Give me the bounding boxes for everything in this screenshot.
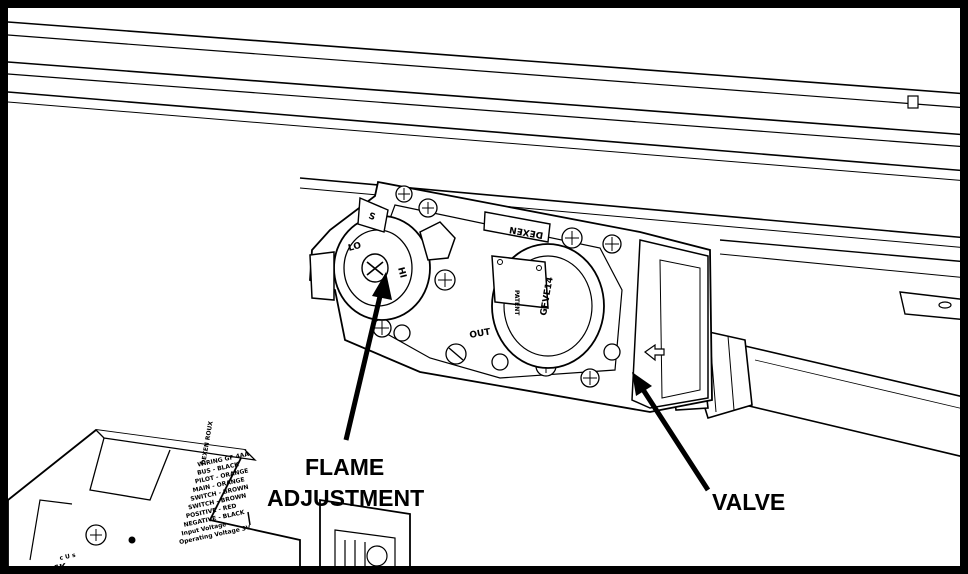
valve-label: VALVE: [712, 489, 785, 515]
firebox-rails: [7, 21, 968, 321]
arrowhead-icon: [632, 372, 652, 396]
flame-adjustment-knob: [309, 196, 456, 321]
valve-leader: [632, 372, 711, 492]
flame-adjustment-label-line1: FLAME: [305, 454, 384, 480]
arrowhead-icon: [372, 272, 392, 300]
out-label: OUT: [469, 327, 492, 341]
valve-screws: [372, 185, 622, 388]
patent-label: PATENT: [513, 290, 520, 316]
control-module: [7, 429, 411, 574]
module-cus-mark: c U s: [59, 552, 77, 562]
flame-adjustment-leader: [343, 272, 392, 441]
knob-lo-label: LO: [347, 241, 363, 254]
magnet-unit: [483, 211, 605, 369]
knob-hi-label: HI: [395, 266, 407, 279]
module-label-text: WIRING GF-4AA BUS - BLACK PILOT - ORANGE…: [179, 451, 252, 546]
flame-adjustment-label-line2: ADJUSTMENT: [267, 485, 424, 511]
gas-supply-pipe: [667, 329, 968, 459]
top-knob-label: S: [367, 211, 377, 223]
